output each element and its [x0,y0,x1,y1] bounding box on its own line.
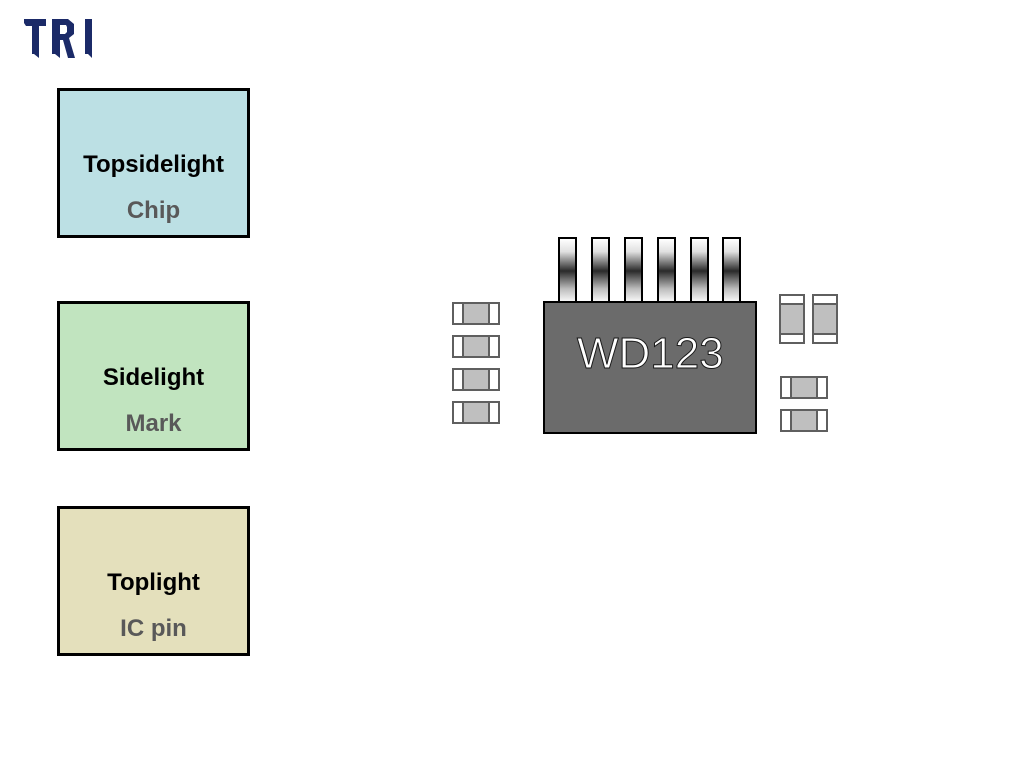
lighting-target-label: IC pin [120,615,187,642]
ic-pin [657,237,676,303]
ic-pin [722,237,741,303]
capacitor [452,335,500,358]
capacitor [452,401,500,424]
tri-logo [22,14,100,62]
capacitor-vertical [812,294,838,344]
ic-pin [690,237,709,303]
capacitor-vertical [779,294,805,344]
capacitor [452,302,500,325]
ic-pin [558,237,577,303]
lighting-box-topsidelight: Topsidelight Chip [57,88,250,238]
ic-chip-body: WD123 [543,301,757,434]
lighting-target-label: Chip [126,197,181,224]
lighting-mode-title: Topsidelight [83,151,224,178]
lighting-box-toplight: Toplight IC pin [57,506,250,656]
lighting-mode-title: Toplight [107,569,200,596]
lighting-box-sidelight: Sidelight Mark [57,301,250,451]
ic-pin [624,237,643,303]
lighting-mode-title: Sidelight [102,364,205,391]
tri-logo-icon [24,19,92,58]
capacitor [780,376,828,399]
capacitor [452,368,500,391]
capacitor [780,409,828,432]
ic-pin [591,237,610,303]
ic-mark-label: WD123 [577,329,725,379]
lighting-target-label: Mark [125,410,182,437]
